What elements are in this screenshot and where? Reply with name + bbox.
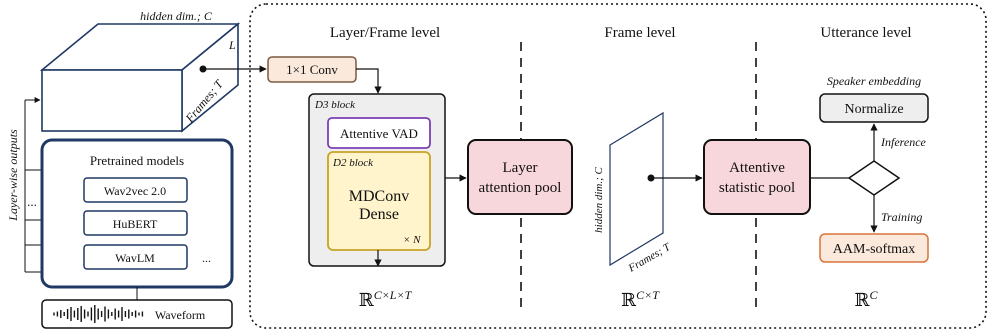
waveform-label: Waveform <box>155 308 206 322</box>
model-box-hubert <box>83 210 188 236</box>
dim-layer-frame-base: ℝ <box>359 290 375 310</box>
training-label: Training <box>881 210 922 224</box>
cuboid-hidden-dim-label: hidden dim.; C <box>140 9 213 23</box>
layer-wise-outputs-label: Layer-wise outputs <box>6 129 20 222</box>
dim-utterance: ℝC <box>855 288 879 310</box>
cuboid-layer-label: L <box>228 38 236 52</box>
attentive-vad-box <box>327 117 431 149</box>
dim-layer-frame: ℝC×L×T <box>359 288 413 310</box>
d2-block-title: D2 block <box>332 157 374 169</box>
conv-to-d3-arrow <box>356 68 382 94</box>
conv-label: 1×1 Conv <box>286 62 338 77</box>
normalize-label: Normalize <box>844 102 903 117</box>
model-label-wavlm: WavLM <box>115 251 155 265</box>
waveform-icon <box>53 305 144 323</box>
model-box-wav2vec <box>83 177 188 203</box>
frame-plane-hidden-label: hidden dim.; C <box>593 167 605 233</box>
dim-frame-base: ℝ <box>621 290 637 310</box>
section-title-utterance: Utterance level <box>820 25 911 41</box>
branch-diamond <box>847 160 901 196</box>
more-models-ellipsis: ... <box>202 251 211 265</box>
attentive-stat-pool-line2: statistic pool <box>719 180 795 196</box>
dim-frame-sup: C×T <box>636 288 660 302</box>
layer-attention-pool-box <box>467 139 573 215</box>
attentive-stat-pool-line1: Attentive <box>729 160 785 176</box>
model-label-hubert: HuBERT <box>113 217 158 231</box>
model-box-wavlm <box>83 244 188 270</box>
section-title-frame: Frame level <box>604 25 675 41</box>
layer-attention-pool-line1: Layer <box>503 160 538 176</box>
dim-frame: ℝC×T <box>621 288 660 310</box>
frame-level-plane <box>609 111 664 267</box>
attentive-vad-label: Attentive VAD <box>340 126 418 141</box>
dim-layer-frame-sup: C×L×T <box>374 288 413 302</box>
waveform-box <box>41 299 233 329</box>
layer-wise-connectors <box>24 97 42 273</box>
model-label-wav2vec: Wav2vec 2.0 <box>104 184 166 198</box>
aam-softmax-box <box>819 233 929 263</box>
mdconv-label: MDConv <box>349 188 409 205</box>
aam-softmax-label: AAM-softmax <box>833 242 915 257</box>
normalize-box <box>819 93 929 123</box>
layer-attention-pool-line2: attention pool <box>479 180 562 196</box>
layer-wise-ellipsis: ... <box>27 194 37 209</box>
speaker-embedding-label: Speaker embedding <box>827 74 921 88</box>
dim-utterance-sup: C <box>869 288 878 302</box>
repeat-n-label: × N <box>403 234 421 246</box>
main-container <box>249 3 987 329</box>
section-title-layer-frame: Layer/Frame level <box>330 25 440 41</box>
attentive-stat-pool-box <box>703 139 811 215</box>
feature-cuboid <box>39 22 241 133</box>
dense-label: Dense <box>359 206 399 223</box>
d2-block <box>327 151 431 251</box>
dim-utterance-base: ℝ <box>855 290 871 310</box>
d3-block-title: D3 block <box>314 99 356 111</box>
inference-label: Inference <box>880 135 927 149</box>
pretrained-models-title: Pretrained models <box>90 153 184 168</box>
